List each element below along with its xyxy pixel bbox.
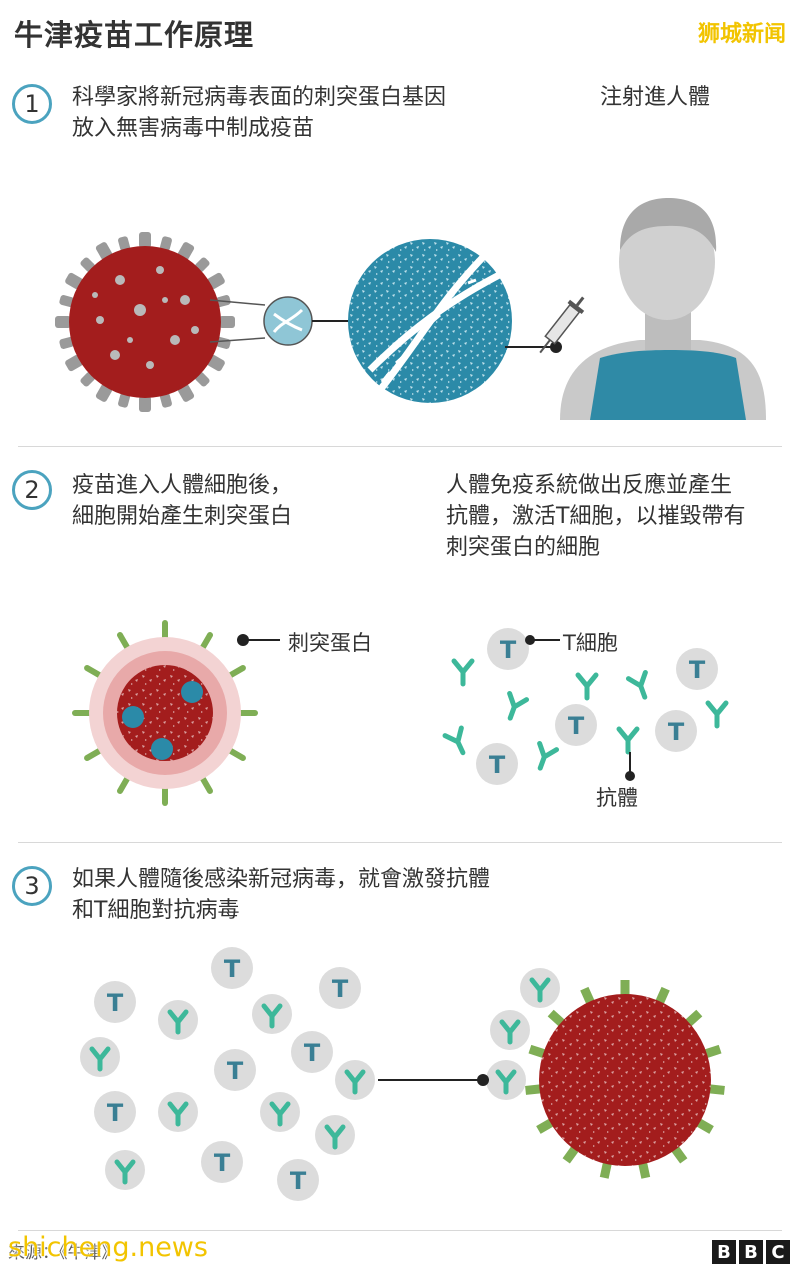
bbc-letter-b1: B <box>712 1240 736 1264</box>
tcell-icon: T <box>277 1159 319 1201</box>
svg-text:T: T <box>224 955 241 983</box>
antibody-pointer-dot <box>625 771 635 781</box>
tcell-icon: T <box>291 1031 333 1073</box>
watermark-top: 狮城新闻 <box>697 22 786 47</box>
tcell-icon: T <box>476 743 518 785</box>
syringe-icon <box>539 296 585 354</box>
zoom-line-top <box>209 299 266 306</box>
zoom-line-bottom <box>209 337 266 343</box>
svg-text:T: T <box>107 1099 124 1127</box>
tcell-icon: T <box>211 947 253 989</box>
antibody-icon <box>269 1101 291 1127</box>
antibody-icon <box>507 690 530 721</box>
coronavirus-target-icon <box>525 980 725 1179</box>
antibody-label: 抗體 <box>596 786 638 810</box>
tcell-icon: T <box>555 704 597 746</box>
step-2-right-line2: 抗體，激活T細胞，以摧毀帶有 <box>446 504 746 529</box>
antibody-icon <box>114 1159 136 1185</box>
svg-text:T: T <box>332 975 349 1003</box>
svg-text:T: T <box>668 718 685 746</box>
tcell-icon: T <box>94 981 136 1023</box>
page-title: 牛津疫苗工作原理 <box>14 18 255 52</box>
step-3-text-line2: 和T細胞對抗病毒 <box>72 898 240 923</box>
step-1-text-line2: 放入無害病毒中制成疫苗 <box>72 116 315 141</box>
spike-protein-label: 刺突蛋白 <box>288 631 372 655</box>
svg-text:T: T <box>500 636 517 664</box>
person-icon <box>560 198 766 420</box>
step-2-right-line1: 人體免疫系統做出反應並產生 <box>446 473 733 498</box>
bbc-letter-c: C <box>766 1240 790 1264</box>
antibody-group <box>80 968 560 1190</box>
infected-cell-icon <box>72 620 258 806</box>
svg-text:T: T <box>489 751 506 779</box>
svg-text:T: T <box>227 1057 244 1085</box>
antibody-icon <box>167 1101 189 1127</box>
divider-2 <box>18 842 782 843</box>
step-3-number: 3 <box>12 866 52 906</box>
antibody-icon <box>495 1069 517 1095</box>
bbc-logo: B B C <box>712 1240 790 1264</box>
tcell-label: T細胞 <box>563 631 618 655</box>
tcell-icon: T <box>94 1091 136 1133</box>
step-1-number: 1 <box>12 84 52 124</box>
svg-text:T: T <box>304 1039 321 1067</box>
step-3-text: 如果人體隨後感染新冠病毒，就會激發抗體 和T細胞對抗病毒 <box>72 864 490 926</box>
step-3-text-line1: 如果人體隨後感染新冠病毒，就會激發抗體 <box>72 867 491 892</box>
connector-dot-2 <box>550 341 562 353</box>
vector-virus-icon <box>348 239 512 403</box>
coronavirus-icon <box>55 232 235 412</box>
antibody-icon <box>344 1069 366 1095</box>
step-2-text-line1: 疫苗進入人體細胞後， <box>72 473 293 498</box>
divider-1 <box>18 446 782 447</box>
antibody-icon <box>625 669 648 700</box>
tcell-icon: T <box>214 1049 256 1091</box>
antibody-icon <box>261 1003 283 1029</box>
antibody-icon <box>575 672 599 701</box>
step-2-text: 疫苗進入人體細胞後， 細胞開始產生刺突蛋白 <box>72 470 292 532</box>
antibody-icon <box>89 1046 111 1072</box>
antibody-icon <box>442 725 466 756</box>
antibody-icon <box>537 740 560 771</box>
antibody-icon <box>616 726 640 755</box>
tcell-group: T T T T T T T T <box>94 947 361 1201</box>
tcell-icon: T <box>655 710 697 752</box>
step-2-number: 2 <box>12 470 52 510</box>
tcell-icon: T <box>676 648 718 690</box>
step-1-injection-label: 注射進人體 <box>600 85 711 110</box>
antibody-icon <box>499 1019 521 1045</box>
antibody-icon <box>451 658 475 687</box>
watermark-bottom: shicheng.news <box>8 1232 208 1263</box>
attack-connector-dot <box>477 1074 489 1086</box>
svg-text:T: T <box>290 1167 307 1195</box>
svg-text:T: T <box>214 1149 231 1177</box>
antibody-icon <box>324 1124 346 1150</box>
step-2-right-line3: 刺突蛋白的細胞 <box>446 535 601 560</box>
step-1-text: 科學家將新冠病毒表面的刺突蛋白基因 放入無害病毒中制成疫苗 <box>72 82 446 144</box>
step-2-text-line2: 細胞開始產生刺突蛋白 <box>72 504 293 529</box>
dna-zoom-icon <box>263 296 313 346</box>
step-2-right-text: 人體免疫系統做出反應並產生 抗體，激活T細胞，以摧毀帶有 刺突蛋白的細胞 <box>446 470 745 563</box>
spike-pointer-dot <box>237 634 249 646</box>
tcell-icon: T <box>319 967 361 1009</box>
tcell-icon: T <box>201 1141 243 1183</box>
step-1-text-line1: 科學家將新冠病毒表面的刺突蛋白基因 <box>72 85 447 110</box>
footer-source: 來源：《牛津》 <box>8 1243 119 1263</box>
svg-text:T: T <box>568 712 585 740</box>
svg-text:T: T <box>689 656 706 684</box>
svg-text:T: T <box>107 989 124 1017</box>
footer-divider <box>18 1230 782 1231</box>
antibody-icon <box>167 1009 189 1035</box>
tcell-pointer-dot <box>525 635 535 645</box>
bbc-letter-b2: B <box>739 1240 763 1264</box>
tcell-icon: T <box>487 628 529 670</box>
antibody-icon <box>529 977 551 1003</box>
antibody-icon <box>705 700 729 729</box>
